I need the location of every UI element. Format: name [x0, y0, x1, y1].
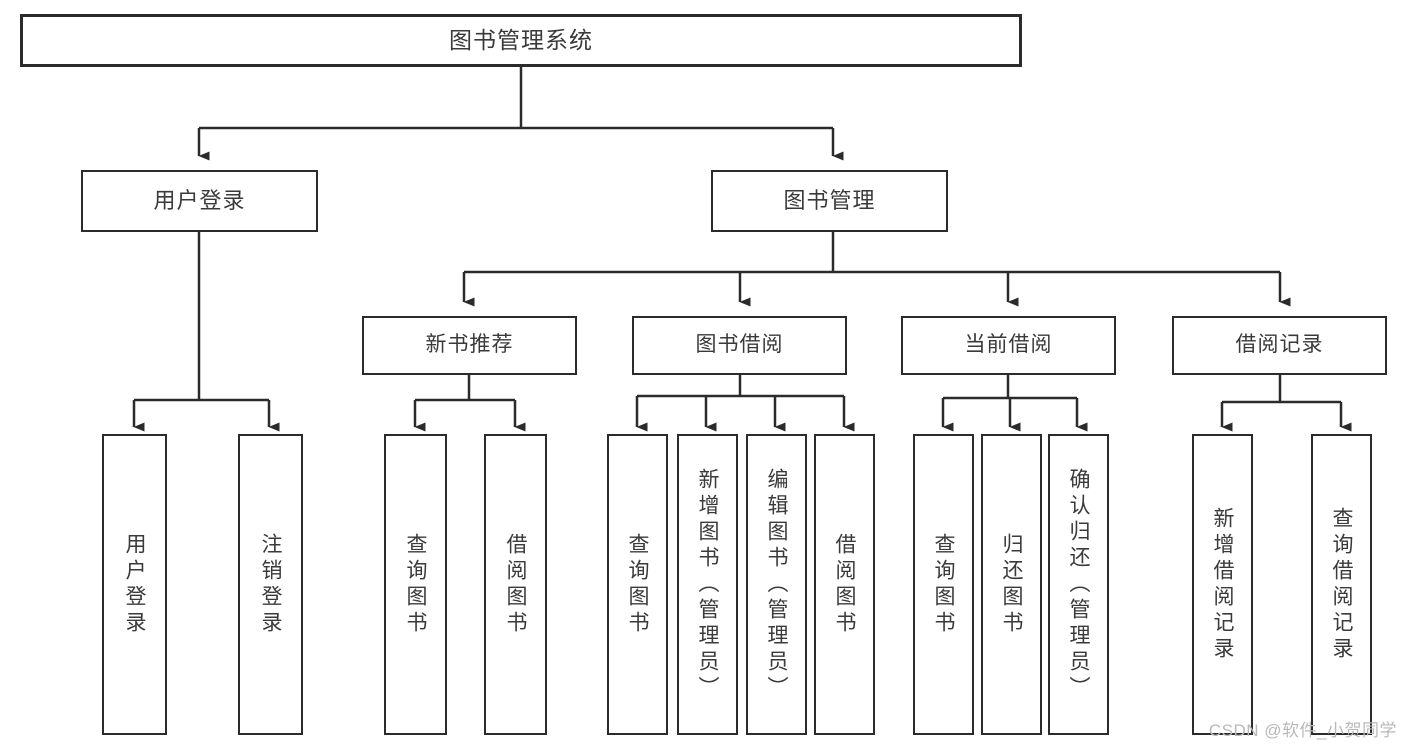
leaf-borrow-book-recommend[interactable]: 借阅图书	[484, 434, 547, 735]
node-label: 图书管理系统	[449, 27, 593, 54]
leaf-label: 注销登录	[259, 532, 282, 637]
leaf-label: 查询图书	[626, 532, 649, 637]
node-label: 借阅记录	[1235, 333, 1324, 357]
leaf-query-book-borrow[interactable]: 查询图书	[607, 434, 668, 735]
node-borrow-record[interactable]: 借阅记录	[1172, 316, 1387, 375]
leaf-query-book-recommend[interactable]: 查询图书	[384, 434, 447, 735]
leaf-label: 用户登录	[123, 532, 146, 637]
leaf-label: 新增借阅记录	[1211, 506, 1234, 663]
leaf-query-book-current[interactable]: 查询图书	[913, 434, 974, 735]
leaf-edit-book-admin[interactable]: 编辑图书（管理员）	[746, 434, 807, 735]
leaf-label: 借阅图书	[833, 532, 856, 637]
node-root-book-management-system[interactable]: 图书管理系统	[20, 14, 1022, 67]
node-new-book-recommend[interactable]: 新书推荐	[362, 316, 577, 375]
leaf-borrow-book[interactable]: 借阅图书	[814, 434, 875, 735]
node-current-borrow[interactable]: 当前借阅	[901, 316, 1116, 375]
leaf-label: 查询图书	[932, 532, 955, 637]
leaf-user-login[interactable]: 用户登录	[102, 434, 167, 735]
leaf-confirm-return-admin[interactable]: 确认归还（管理员）	[1048, 434, 1109, 735]
leaf-add-book-admin[interactable]: 新增图书（管理员）	[677, 434, 738, 735]
leaf-return-book[interactable]: 归还图书	[981, 434, 1042, 735]
leaf-label: 确认归还（管理员）	[1067, 467, 1090, 702]
node-book-management[interactable]: 图书管理	[711, 170, 948, 232]
leaf-label: 归还图书	[1000, 532, 1023, 637]
leaf-label: 新增图书（管理员）	[696, 467, 719, 702]
watermark: CSDN @软件_小贺同学	[1208, 721, 1397, 740]
leaf-add-borrow-record[interactable]: 新增借阅记录	[1192, 434, 1253, 735]
leaf-logout-login[interactable]: 注销登录	[238, 434, 303, 735]
node-label: 用户登录	[153, 188, 246, 214]
node-label: 图书管理	[783, 188, 876, 214]
leaf-label: 查询借阅记录	[1330, 506, 1353, 663]
leaf-label: 借阅图书	[504, 532, 527, 637]
node-label: 图书借阅	[695, 333, 784, 357]
node-label: 新书推荐	[425, 333, 514, 357]
leaf-label: 编辑图书（管理员）	[765, 467, 788, 702]
leaf-query-borrow-record[interactable]: 查询借阅记录	[1311, 434, 1372, 735]
node-label: 当前借阅	[964, 333, 1053, 357]
node-book-borrow[interactable]: 图书借阅	[632, 316, 847, 375]
node-user-login[interactable]: 用户登录	[81, 170, 318, 232]
leaf-label: 查询图书	[404, 532, 427, 637]
